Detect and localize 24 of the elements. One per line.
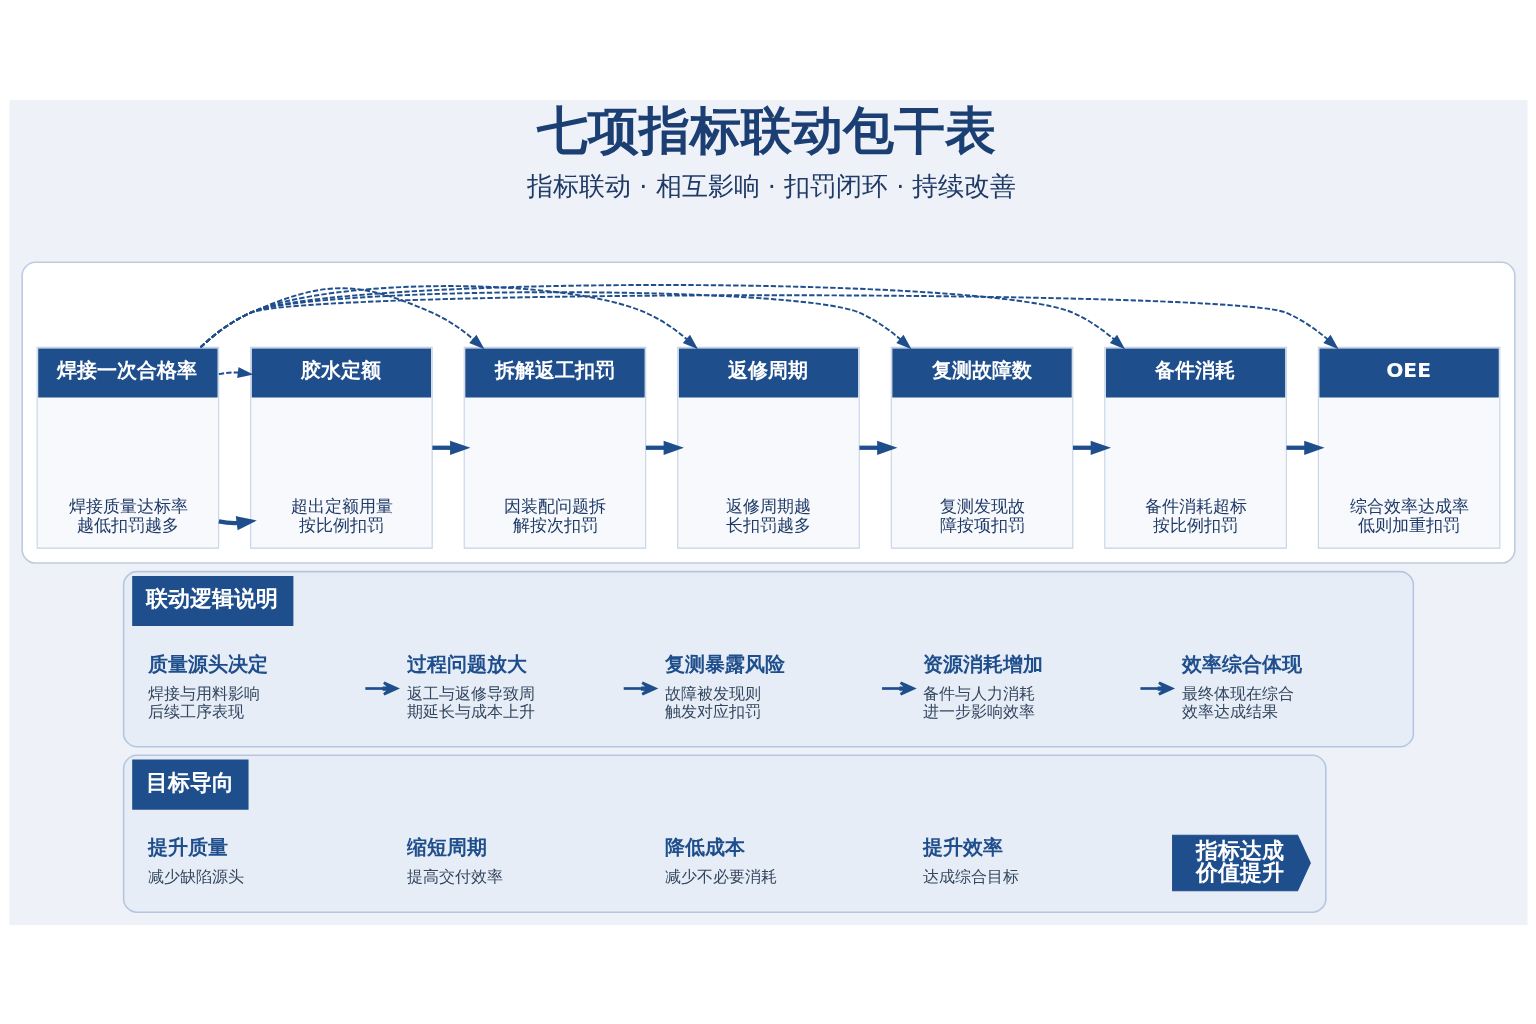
arrow <box>217 515 257 530</box>
node-text: 降低成本 减少不必要消耗 <box>664 834 777 886</box>
arrow <box>431 440 470 455</box>
arrow <box>645 440 684 455</box>
node-text: 效率综合体现 最终体现在综合效率达成结果 <box>1181 651 1302 721</box>
arrow <box>881 680 915 696</box>
arrow <box>858 440 897 455</box>
arrow <box>199 293 1339 349</box>
arrow <box>1286 440 1325 455</box>
cluster <box>20 260 1516 564</box>
node-text: 缩短周期 提高交付效率 <box>406 834 503 886</box>
arrow <box>217 366 253 378</box>
label: 指标联动 · 相互影响 · 扣罚闭环 · 持续改善 <box>526 170 1016 201</box>
node-text: 过程问题放大 返工与返修导致周期延长与成本上升 <box>406 651 535 721</box>
arrow <box>623 680 656 696</box>
diagram-title: 七项指标联动包干表 <box>536 99 996 160</box>
arrow <box>364 680 398 696</box>
node-text: 复测暴露风险 故障被发现则触发对应扣罚 <box>664 651 785 721</box>
node-text: 质量源头决定 焊接与用料影响后续工序表现 <box>147 651 268 721</box>
arrow <box>1072 440 1111 455</box>
node-text: 提升质量 减少缺陷源头 <box>147 834 244 886</box>
node-text: 提升效率 达成综合目标 <box>922 834 1019 886</box>
arrow <box>1139 680 1173 696</box>
node-text: 资源消耗增加 备件与人力消耗进一步影响效率 <box>922 651 1043 721</box>
